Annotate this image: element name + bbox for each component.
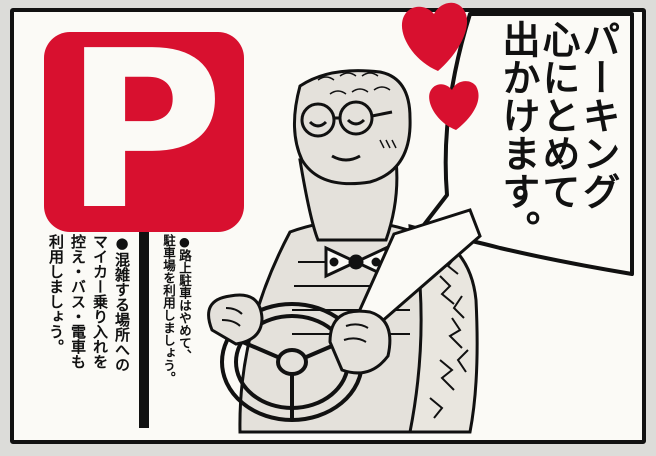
note-line: 控え・バス・電車も xyxy=(69,234,87,369)
parking-sign xyxy=(44,32,244,232)
headline: パーキング 心にとめて 出かけます。 xyxy=(494,20,620,266)
note-side: ●路上駐車はやめて、 駐車場を利用しましょう。 xyxy=(152,234,192,434)
right-hand xyxy=(328,309,392,375)
note-main: ●混雑する場所への マイカー乗り入れを 控え・バス・電車も 利用しましょう。 xyxy=(47,234,133,424)
glasses-icon xyxy=(300,100,393,138)
note-line: ●混雑する場所への xyxy=(113,234,131,372)
note-line: マイカー乗り入れを xyxy=(91,234,109,369)
seatbelt xyxy=(356,208,482,333)
sign-pole xyxy=(139,232,149,428)
headline-line: 心にとめて xyxy=(536,20,580,210)
note-line: ●路上駐車はやめて、 xyxy=(177,234,192,362)
headline-line: パーキング xyxy=(576,20,620,210)
heart-icon xyxy=(401,2,468,71)
headline-line: 出かけます。 xyxy=(496,20,540,248)
parking-sign-letter: P xyxy=(64,5,224,258)
heart-icon xyxy=(429,81,479,130)
left-hand xyxy=(207,293,264,346)
note-line: 利用しましょう。 xyxy=(47,234,65,354)
note-line: 駐車場を利用しましょう。 xyxy=(161,234,176,384)
turtle-head xyxy=(292,69,412,186)
